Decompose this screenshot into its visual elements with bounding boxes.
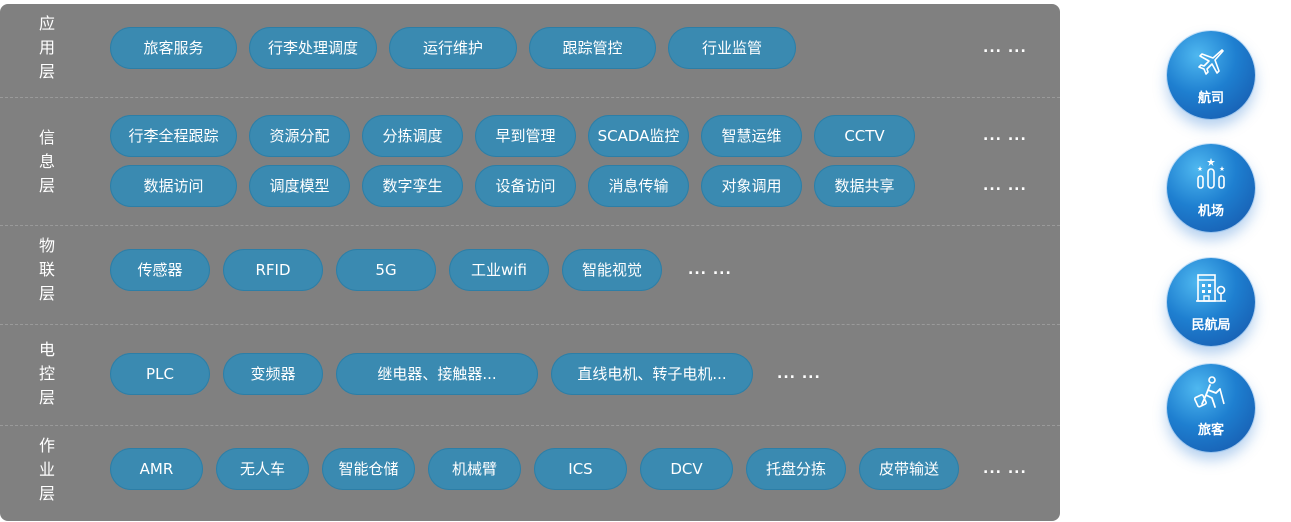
pill-plc: PLC xyxy=(110,353,210,395)
pill-object-invocation: 对象调用 xyxy=(701,165,802,207)
layer-divider xyxy=(0,225,1060,226)
pill-sorting-dispatch: 分拣调度 xyxy=(362,115,463,157)
pill-smart-storage: 智能仓储 xyxy=(322,448,415,490)
pill-industry-supervision: 行业监管 xyxy=(668,27,796,69)
stakeholder-caac: 民航局 xyxy=(1167,258,1255,346)
pill-tray-sorting: 托盘分拣 xyxy=(746,448,846,490)
pill-robot-arm: 机械臂 xyxy=(428,448,521,490)
pill-ics: ICS xyxy=(534,448,627,490)
pill-operation-maintenance: 运行维护 xyxy=(389,27,517,69)
more-ellipsis: ... ... xyxy=(777,366,821,382)
pill-dcv: DCV xyxy=(640,448,733,490)
pill-sensor: 传感器 xyxy=(110,249,210,291)
layer-label-information: 信息层 xyxy=(38,128,55,195)
pill-frequency-converter: 变频器 xyxy=(223,353,323,395)
airport-tower-icon xyxy=(1197,158,1225,189)
layer-label-electrical-control: 电控层 xyxy=(38,340,55,407)
pill-early-baggage: 早到管理 xyxy=(475,115,576,157)
more-ellipsis: ... ... xyxy=(983,128,1027,144)
layer-divider xyxy=(0,425,1060,426)
pill-cctv: CCTV xyxy=(814,115,915,157)
layer-label-application: 应用层 xyxy=(38,14,55,81)
layer-divider xyxy=(0,97,1060,98)
layer-label-iot: 物联层 xyxy=(38,236,55,303)
pill-dispatch-model: 调度模型 xyxy=(249,165,350,207)
airplane-icon xyxy=(1198,49,1224,75)
stakeholder-airline: 航司 xyxy=(1167,31,1255,119)
more-ellipsis: ... ... xyxy=(983,178,1027,194)
pill-smart-maintenance: 智慧运维 xyxy=(701,115,802,157)
building-icon xyxy=(1196,274,1226,302)
pill-tracking-control: 跟踪管控 xyxy=(529,27,656,69)
stakeholder-passenger: 旅客 xyxy=(1167,364,1255,452)
pill-rfid: RFID xyxy=(223,249,323,291)
pill-5g: 5G xyxy=(336,249,436,291)
traveler-icon xyxy=(1194,376,1225,408)
pill-amr: AMR xyxy=(110,448,203,490)
pill-device-access: 设备访问 xyxy=(475,165,576,207)
stakeholder-label: 航司 xyxy=(1197,91,1224,106)
pill-resource-allocation: 资源分配 xyxy=(249,115,350,157)
pill-message-transport: 消息传输 xyxy=(588,165,689,207)
more-ellipsis: ... ... xyxy=(688,262,732,278)
pill-relay-contactor: 继电器、接触器... xyxy=(336,353,538,395)
pill-passenger-service: 旅客服务 xyxy=(110,27,237,69)
pill-belt-conveyor: 皮带输送 xyxy=(859,448,959,490)
stakeholder-label: 机场 xyxy=(1197,204,1224,219)
more-ellipsis: ... ... xyxy=(983,40,1027,56)
pill-linear-rotor-motor: 直线电机、转子电机... xyxy=(551,353,753,395)
stakeholder-label: 民航局 xyxy=(1191,318,1231,333)
pill-digital-twin: 数字孪生 xyxy=(362,165,463,207)
pill-baggage-dispatch: 行李处理调度 xyxy=(249,27,377,69)
pill-scada: SCADA监控 xyxy=(588,115,689,157)
pill-unmanned-vehicle: 无人车 xyxy=(216,448,309,490)
stakeholder-label: 旅客 xyxy=(1197,423,1224,438)
pill-data-access: 数据访问 xyxy=(110,165,237,207)
layer-label-operation: 作业层 xyxy=(38,436,55,503)
stakeholder-airport: 机场 xyxy=(1167,144,1255,232)
pill-industrial-wifi: 工业wifi xyxy=(449,249,549,291)
layer-divider xyxy=(0,324,1060,325)
pill-smart-vision: 智能视觉 xyxy=(562,249,662,291)
pill-baggage-tracking: 行李全程跟踪 xyxy=(110,115,237,157)
pill-data-sharing: 数据共享 xyxy=(814,165,915,207)
more-ellipsis: ... ... xyxy=(983,461,1027,477)
